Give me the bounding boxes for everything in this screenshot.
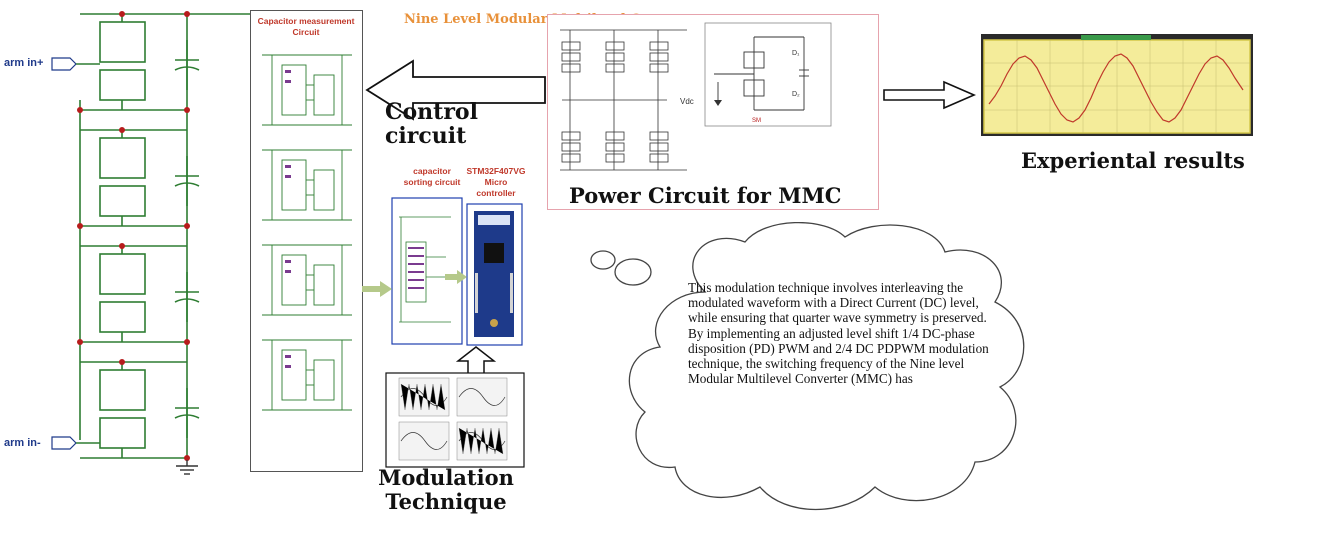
- to-micro-arrow: [445, 270, 467, 284]
- power-circuit-label: Power Circuit for MMC: [569, 183, 842, 208]
- oscilloscope-screenshot: [981, 34, 1253, 136]
- arm-in-plus-label: arm in+: [4, 57, 44, 69]
- capacitor-measurement-title: Capacitor measurement Circuit: [257, 16, 355, 37]
- thought-cloud: [590, 222, 1025, 511]
- submodule-stack-schematic: [51, 11, 255, 475]
- vdc-label: Vdc: [680, 97, 694, 106]
- control-arrow: [365, 59, 546, 121]
- arm-in-minus-label: arm in-: [4, 437, 41, 449]
- results-arrow: [883, 80, 977, 110]
- modulation-technique-label: Modulation Technique: [378, 465, 514, 514]
- modulation-waveforms: [385, 372, 525, 468]
- experimental-results-label: Experiental results: [1021, 148, 1245, 173]
- modulation-up-arrow: [456, 346, 496, 375]
- control-circuit-label: Control circuit: [385, 99, 478, 149]
- diode-d2-label: D₂: [792, 91, 800, 98]
- sorting-circuit-schematic: [391, 197, 463, 345]
- sorting-circuit-title: capacitor sorting circuit: [403, 166, 461, 187]
- micro-controller-title: STM32F407VG Micro controller: [466, 166, 526, 198]
- to-sorting-arrow: [362, 281, 392, 297]
- svg-text:SM: SM: [752, 118, 761, 124]
- diode-d1-label: D₁: [792, 50, 800, 57]
- cloud-description-text: This modulation technique involves inter…: [688, 280, 989, 387]
- submodule-detail-schematic: SM: [704, 22, 832, 127]
- measurement-schematic: [261, 54, 353, 411]
- mmc-schematic: [560, 29, 687, 171]
- capacitor-measurement-panel: [250, 10, 363, 472]
- microcontroller-board: [466, 203, 523, 346]
